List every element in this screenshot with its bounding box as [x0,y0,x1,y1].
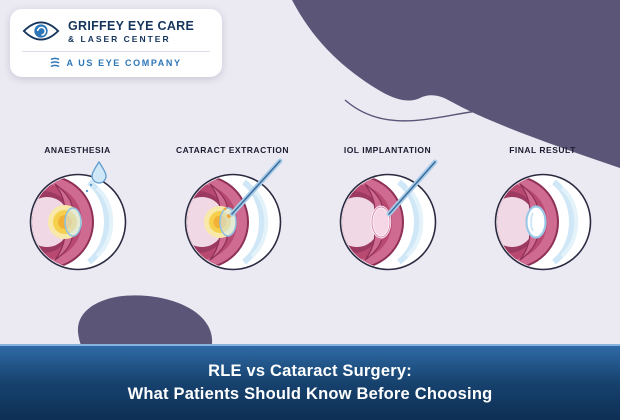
banner-title-line2: What Patients Should Know Before Choosin… [127,385,493,403]
stage-final-result: FINAL RESULT [465,145,620,274]
stage-label: ANAESTHESIA [44,145,111,155]
banner-title-line1: RLE vs Cataract Surgery: [208,362,412,380]
logo-divider [22,51,210,52]
stage-anaesthesia: ANAESTHESIA [0,145,155,274]
brand-text: GRIFFEY EYE CARE & LASER CENTER [68,19,194,44]
stage-label: IOL IMPLANTATION [343,145,432,155]
brand-name: GRIFFEY EYE CARE [68,18,195,33]
top-right-wave-shape [292,0,620,168]
iol-injector-icon [386,159,437,217]
title-banner: RLE vs Cataract Surgery: What Patients S… [0,344,620,420]
us-eye-waves-icon [50,57,60,68]
eye-final-result-diagram [494,173,591,271]
anaesthetic-droplet-icon [85,160,107,193]
eye-anaesthesia-diagram [29,160,126,271]
phaco-instrument-icon [229,158,282,217]
company-name: A US EYE COMPANY [66,58,182,68]
stage-iol-implantation: IOL IMPLANTATION [310,145,465,274]
stages-row: ANAESTHESIA [0,145,620,274]
logo-card: GRIFFEY EYE CARE & LASER CENTER A US EYE… [10,9,222,77]
brand-subtitle: & LASER CENTER [68,33,171,44]
stage-label: FINAL RESULT [509,145,576,155]
company-row: A US EYE COMPANY [22,57,210,69]
stage-cataract-extraction: CATARACT EXTRACTION [155,145,310,274]
logo-brand-row: GRIFFEY EYE CARE & LASER CENTER [22,18,210,44]
eye-iol-diagram [339,159,437,271]
eye-extraction-diagram [184,158,282,271]
decorative-curve-line [344,99,620,136]
eye-logo-icon [22,21,60,41]
stage-label: CATARACT EXTRACTION [175,145,290,155]
